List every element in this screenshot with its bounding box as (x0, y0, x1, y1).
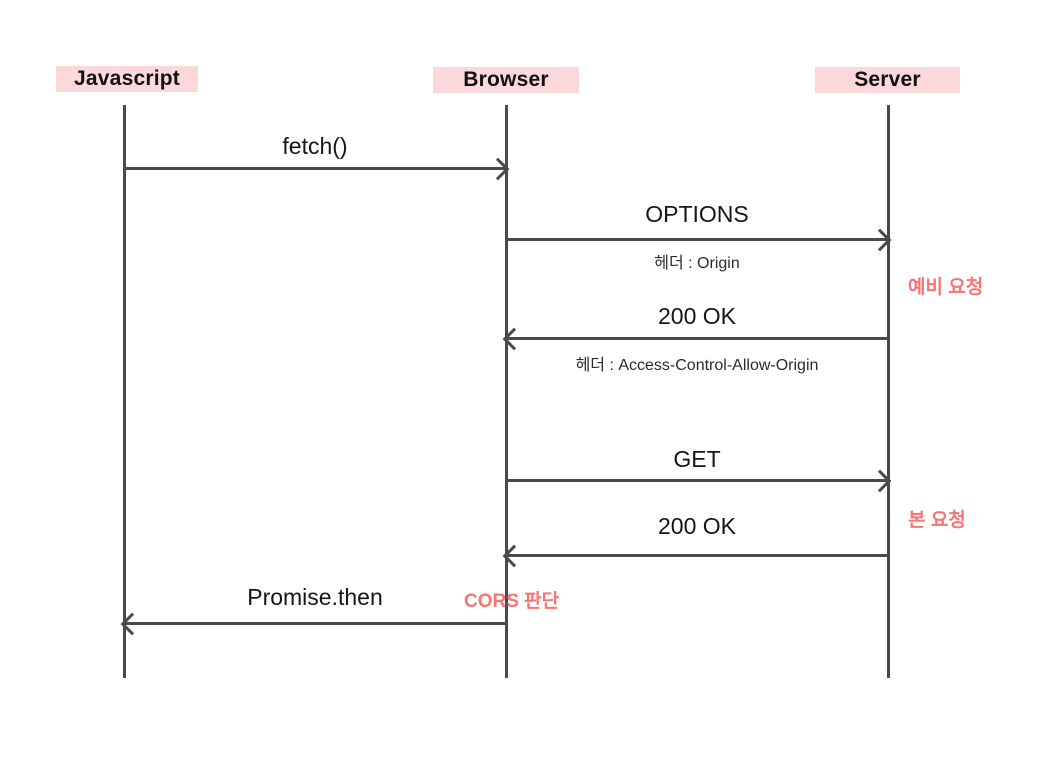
message-arrow-get (506, 469, 892, 492)
message-arrow-options (506, 228, 892, 251)
message-label-promise-then: Promise.then (247, 584, 383, 610)
lifeline-javascript (123, 105, 126, 678)
message-sublabel-200ok-preflight: 헤더 : Access-Control-Allow-Origin (575, 357, 819, 374)
message-label-200ok-preflight: 200 OK (658, 303, 736, 329)
message-arrow-200ok-preflight (502, 327, 888, 350)
annotation-preflight-request: 예비 요청 (908, 277, 984, 298)
actor-label-server: Server (815, 67, 960, 93)
message-sublabel-options: 헤더 : Origin (654, 255, 740, 272)
message-label-200ok-main: 200 OK (658, 513, 736, 539)
message-arrow-promise-then (120, 612, 506, 635)
actor-label-browser: Browser (433, 67, 579, 93)
annotation-cors-check: CORS 판단 (464, 591, 560, 612)
message-arrow-fetch (124, 157, 510, 180)
message-label-get: GET (673, 446, 721, 472)
annotation-main-request: 본 요청 (908, 510, 966, 531)
message-label-fetch: fetch() (282, 133, 348, 159)
message-label-options: OPTIONS (645, 201, 749, 227)
actor-label-javascript: Javascript (56, 66, 198, 92)
lifeline-browser (505, 105, 508, 678)
lifeline-server (887, 105, 890, 678)
message-arrow-200ok-main (502, 544, 888, 567)
